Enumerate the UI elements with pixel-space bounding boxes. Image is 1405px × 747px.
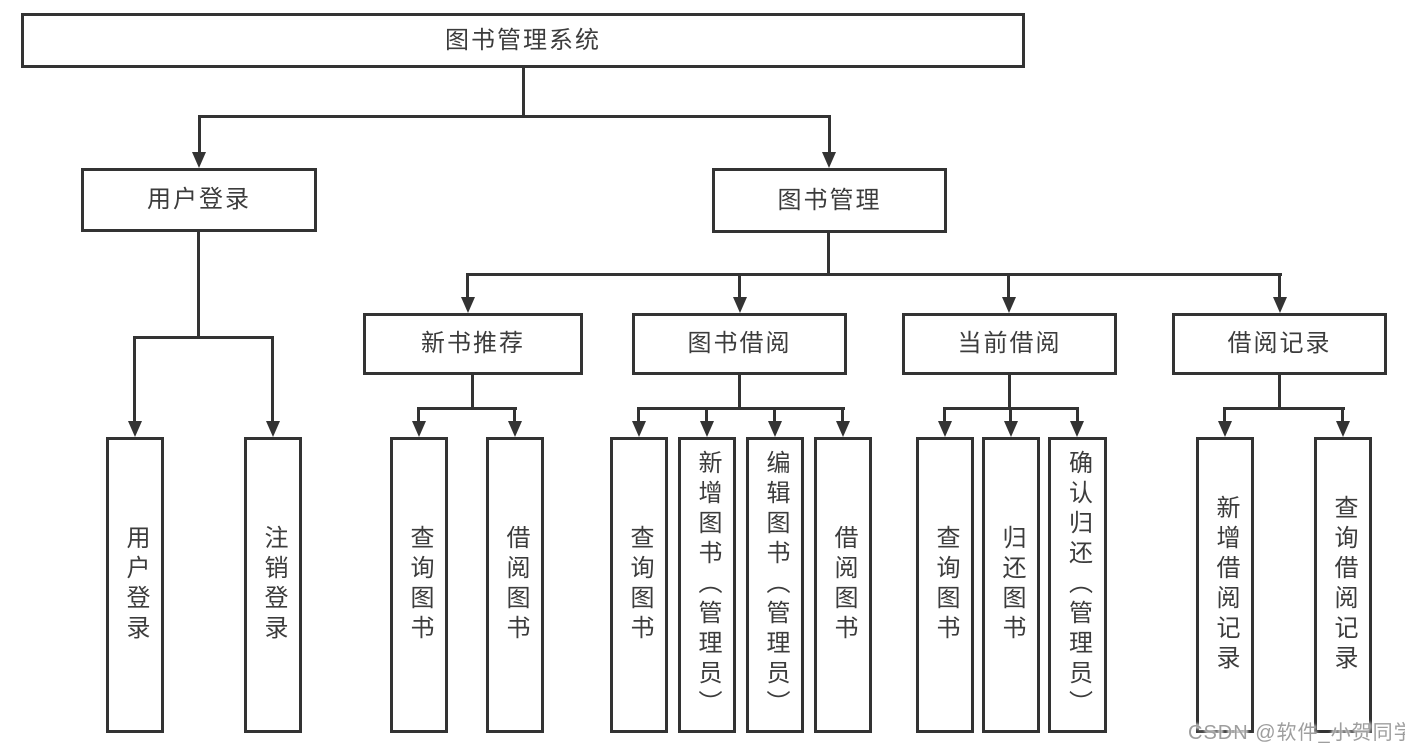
connector-line [738,375,741,410]
node-book-management: 图书管理 [712,168,947,233]
connector-line [467,273,1282,276]
connector-line [198,115,831,118]
node-new-book-recommend-label: 新书推荐 [421,330,525,357]
arrow-down-icon [192,152,206,168]
node-current-borrow-label: 当前借阅 [957,330,1062,357]
connector-line [1341,407,1344,423]
connector-line [637,407,845,410]
arrow-down-icon [768,421,782,437]
leaf-add-books-admin: 新增图书（管理员） [678,437,736,733]
leaf-query-borrow-record-label: 查询借阅记录 [1330,495,1357,675]
connector-line [466,273,469,299]
arrow-down-icon [461,297,475,313]
leaf-borrow-books-1-label: 借阅图书 [502,525,529,645]
connector-line [841,407,844,423]
csdn-watermark: CSDN @软件_小贺同学 [1188,722,1405,744]
leaf-borrow-books-2-label: 借阅图书 [830,525,857,645]
arrow-down-icon [632,421,646,437]
connector-line [1076,407,1079,423]
leaf-user-login: 用户登录 [106,437,164,733]
leaf-query-books-1-label: 查询图书 [406,525,433,645]
connector-line [417,407,517,410]
leaf-borrow-books-1: 借阅图书 [486,437,544,733]
arrow-down-icon [733,297,747,313]
node-root: 图书管理系统 [21,13,1025,68]
connector-line [828,115,831,155]
node-book-borrow-label: 图书借阅 [687,330,792,357]
arrow-down-icon [412,421,426,437]
arrow-down-icon [266,421,280,437]
leaf-confirm-return-admin: 确认归还（管理员） [1048,437,1107,733]
node-user-login-label: 用户登录 [147,186,251,213]
leaf-query-books-2-label: 查询图书 [626,525,653,645]
connector-line [1278,375,1281,410]
connector-line [1223,407,1226,423]
leaf-borrow-books-2: 借阅图书 [814,437,872,733]
leaf-add-borrow-record: 新增借阅记录 [1196,437,1254,733]
connector-line [705,407,708,423]
arrow-down-icon [822,152,836,168]
connector-line [637,407,640,423]
connector-line [133,336,274,339]
arrow-down-icon [1070,421,1084,437]
node-borrow-records: 借阅记录 [1172,313,1387,375]
connector-line [271,336,274,423]
connector-line [133,336,136,423]
arrow-down-icon [836,421,850,437]
connector-line [417,407,420,423]
leaf-logout: 注销登录 [244,437,302,733]
connector-line [943,407,946,423]
connector-line [1008,375,1011,410]
leaf-edit-books-admin: 编辑图书（管理员） [746,437,804,733]
node-current-borrow: 当前借阅 [902,313,1117,375]
leaf-logout-label: 注销登录 [260,525,287,645]
connector-line [773,407,776,423]
arrow-down-icon [938,421,952,437]
node-new-book-recommend: 新书推荐 [363,313,583,375]
leaf-add-borrow-record-label: 新增借阅记录 [1212,495,1239,675]
connector-line [827,233,830,276]
leaf-query-borrow-record: 查询借阅记录 [1314,437,1372,733]
arrow-down-icon [1218,421,1232,437]
arrow-down-icon [128,421,142,437]
connector-line [738,273,741,299]
arrow-down-icon [700,421,714,437]
leaf-query-books-2: 查询图书 [610,437,668,733]
leaf-query-books-3-label: 查询图书 [932,525,959,645]
leaf-return-books: 归还图书 [982,437,1040,733]
connector-line [1278,273,1281,299]
arrow-down-icon [508,421,522,437]
leaf-user-login-label: 用户登录 [122,525,149,645]
leaf-query-books-1: 查询图书 [390,437,448,733]
leaf-add-books-admin-label: 新增图书（管理员） [694,450,721,720]
connector-line [197,232,200,339]
leaf-return-books-label: 归还图书 [998,525,1025,645]
arrow-down-icon [1002,297,1016,313]
connector-line [1007,273,1010,299]
arrow-down-icon [1336,421,1350,437]
leaf-edit-books-admin-label: 编辑图书（管理员） [762,450,789,720]
node-book-borrow: 图书借阅 [632,313,847,375]
node-book-management-label: 图书管理 [777,186,882,214]
leaf-confirm-return-admin-label: 确认归还（管理员） [1064,450,1092,720]
connector-line [513,407,516,423]
node-user-login: 用户登录 [81,168,317,232]
connector-line [1223,407,1345,410]
leaf-query-books-3: 查询图书 [916,437,974,733]
node-borrow-records-label: 借阅记录 [1227,330,1332,357]
node-root-label: 图书管理系统 [445,26,601,54]
arrow-down-icon [1004,421,1018,437]
connector-line [1009,407,1012,423]
connector-line [198,115,201,155]
connector-line [471,375,474,410]
arrow-down-icon [1273,297,1287,313]
connector-line [522,68,525,118]
